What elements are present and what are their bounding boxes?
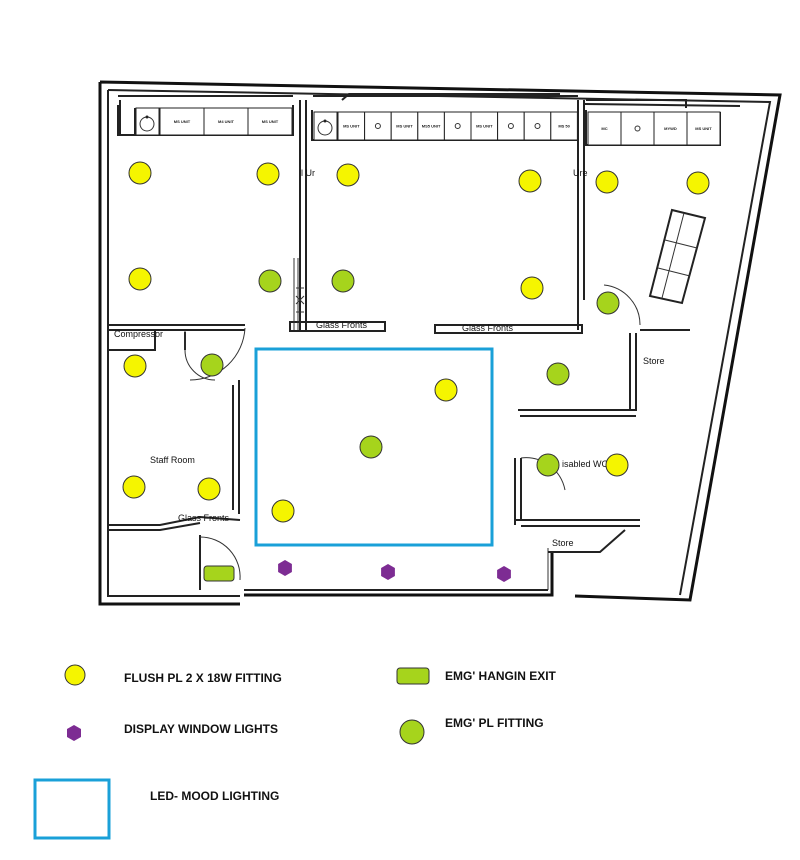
- sink-icon: [313, 111, 338, 141]
- counter-unit: [390, 111, 419, 141]
- flush-light: [122, 475, 146, 499]
- emg-light: [258, 269, 282, 293]
- label-partial: Ure: [573, 168, 588, 178]
- label-compressor: Compressor: [114, 329, 163, 339]
- label-partial: l Ur: [301, 168, 315, 178]
- counter-unit: [550, 111, 578, 141]
- label-disabled-wc: isabled WC: [562, 459, 609, 469]
- label-store: Store: [643, 356, 665, 366]
- outer-walls: [98, 80, 782, 606]
- counter-unit-label: MS UNIT: [695, 126, 712, 131]
- tap-icon: [534, 123, 541, 129]
- counter-unit-label: MS UNIT: [343, 124, 360, 129]
- label-glass-fronts: Glass Fronts: [462, 323, 514, 333]
- display-light: [497, 566, 511, 582]
- counter-unit: [523, 111, 552, 141]
- flush-light: [595, 170, 619, 194]
- doors: [184, 258, 641, 581]
- legend: FLUSH PL 2 X 18W FITTING DISPLAY WINDOW …: [33, 664, 557, 840]
- flush-light: [128, 161, 152, 185]
- flush-light-group: [122, 161, 710, 523]
- emg-light: [331, 269, 355, 293]
- flush-light: [271, 499, 295, 523]
- counter-unit: [203, 107, 249, 136]
- counter-unit-label: MS 50: [558, 124, 570, 129]
- emg-light: [536, 453, 560, 477]
- legend-emg-icon: [399, 719, 425, 745]
- legend-flush-icon: [64, 664, 86, 686]
- counter-unit: [620, 111, 655, 146]
- counter-unit-label: MS UNIT: [262, 119, 279, 124]
- legend-display-label: DISPLAY WINDOW LIGHTS: [124, 722, 278, 736]
- label-glass-fronts: Glass Fronts: [316, 320, 368, 330]
- tap-icon: [507, 123, 514, 129]
- counter-unit: [443, 111, 472, 141]
- counter-unit-label: MC: [601, 126, 607, 131]
- emg-light: [546, 362, 570, 386]
- emg-light: [200, 353, 224, 377]
- display-light-group: [278, 560, 511, 582]
- flush-light: [434, 378, 458, 402]
- emg-light-group: [200, 269, 620, 477]
- legend-emg-label: EMG' PL FITTING: [445, 716, 544, 730]
- counter-unit: [653, 111, 688, 146]
- counter-unit: [686, 111, 721, 146]
- tap-icon: [454, 123, 461, 129]
- unit-boxes: MS UNIT M4 UNIT MS UNIT MS UNIT MS UNIT MS5 U…: [159, 107, 721, 146]
- counter-unit: [247, 107, 293, 136]
- legend-flush-label: FLUSH PL 2 X 18W FITTING: [124, 671, 282, 685]
- legend-led-icon: [33, 778, 111, 840]
- flush-light: [686, 171, 710, 195]
- counter-unit-label: MS UNIT: [174, 119, 191, 124]
- counter-unit-label: MS UNIT: [396, 124, 413, 129]
- counter-unit-label: M4 UNIT: [218, 119, 235, 124]
- flush-light: [520, 276, 544, 300]
- flush-light: [605, 453, 629, 477]
- emg-light: [596, 291, 620, 315]
- flush-light: [336, 163, 360, 187]
- legend-exit-icon: [396, 667, 430, 685]
- tap-icon: [374, 123, 381, 129]
- room-labels: Compressor Staff Room Glass Fronts Glass…: [114, 168, 665, 548]
- flush-light: [518, 169, 542, 193]
- emergency-exit-sign: [203, 565, 235, 582]
- counter-unit-label: MYWD: [664, 126, 677, 131]
- flush-light: [256, 162, 280, 186]
- emg-light: [359, 435, 383, 459]
- display-light: [381, 564, 395, 580]
- sink-icon: [145, 115, 149, 119]
- legend-exit-label: EMG' HANGIN EXIT: [445, 669, 557, 683]
- label-staff-room: Staff Room: [150, 455, 195, 465]
- flush-light: [123, 354, 147, 378]
- display-light: [278, 560, 292, 576]
- counter-unit-label: MS5 UNIT: [422, 124, 441, 129]
- label-store: Store: [552, 538, 574, 548]
- legend-led-label: LED- MOOD LIGHTING: [150, 789, 279, 803]
- flush-light: [197, 477, 221, 501]
- sink-icon: [323, 119, 327, 123]
- counter-unit: [364, 111, 392, 141]
- counter-unit-label: MS UNIT: [476, 124, 493, 129]
- led-mood-lighting-rect: [254, 347, 494, 547]
- counter-unit: [497, 111, 525, 141]
- legend-display-icon: [67, 725, 81, 741]
- sink-icons: [135, 107, 338, 141]
- label-glass-fronts: Glass Fronts: [178, 513, 230, 523]
- fridge-units: [648, 208, 707, 305]
- tap-icon: [634, 125, 641, 132]
- flush-light: [128, 267, 152, 291]
- counter-unit: [337, 111, 366, 141]
